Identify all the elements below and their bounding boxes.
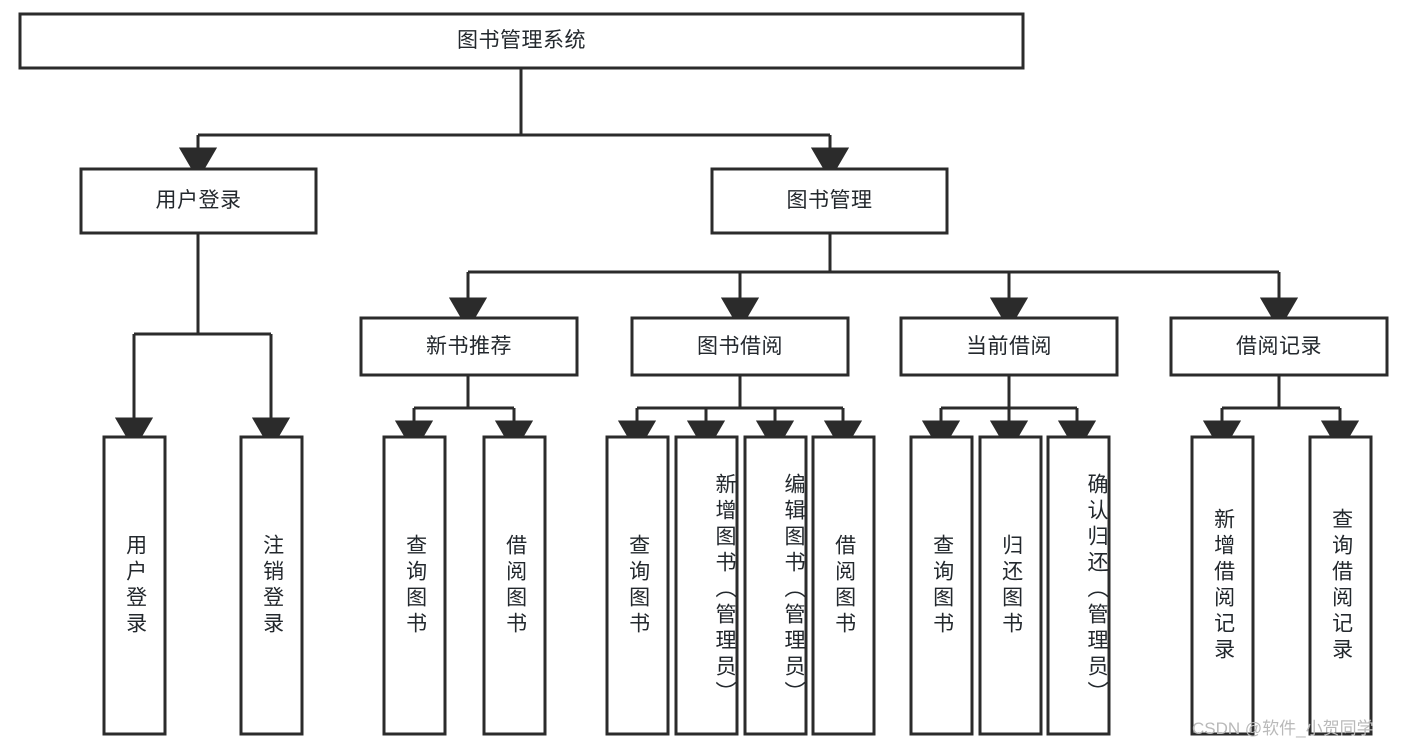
leaf-current-borrow-2-box[interactable] bbox=[1046, 435, 1111, 736]
leaf-new-book-0-box[interactable] bbox=[382, 435, 447, 736]
leaf-book-borrow-0-box[interactable] bbox=[605, 435, 670, 736]
connector-bookborrow-to-leaves bbox=[617, 375, 863, 454]
node-current-borrow-box[interactable] bbox=[899, 316, 1119, 377]
leaf-borrow-record-0-box[interactable] bbox=[1190, 435, 1255, 736]
leaf-user-login-1-box[interactable] bbox=[239, 435, 304, 736]
leaf-current-borrow-0-box[interactable] bbox=[909, 435, 974, 736]
node-user-login-box[interactable] bbox=[79, 167, 318, 235]
connector-bookmgmt-to-level3 bbox=[448, 233, 1299, 331]
node-book-management-box[interactable] bbox=[710, 167, 949, 235]
connector-newbook-to-leaves bbox=[394, 375, 534, 454]
node-borrow-record-box[interactable] bbox=[1169, 316, 1389, 377]
leaf-borrow-record-1-box[interactable] bbox=[1308, 435, 1373, 736]
leaf-user-login-0-box[interactable] bbox=[102, 435, 167, 736]
node-book-borrow-box[interactable] bbox=[630, 316, 850, 377]
connector-userlogin-to-leaves bbox=[114, 233, 291, 451]
connector-currentborrow-to-leaves bbox=[921, 375, 1097, 454]
leaf-book-borrow-3-box[interactable] bbox=[811, 435, 876, 736]
leaf-current-borrow-1-box[interactable] bbox=[978, 435, 1043, 736]
leaf-book-borrow-1-box[interactable] bbox=[674, 435, 739, 736]
leaf-new-book-1-box[interactable] bbox=[482, 435, 547, 736]
node-root-box[interactable] bbox=[18, 12, 1025, 70]
connector-root-to-level2 bbox=[178, 68, 850, 181]
leaf-book-borrow-2-box[interactable] bbox=[743, 435, 808, 736]
connector-borrowrecord-to-leaves bbox=[1202, 375, 1360, 454]
node-new-book-recommend-box[interactable] bbox=[359, 316, 579, 377]
